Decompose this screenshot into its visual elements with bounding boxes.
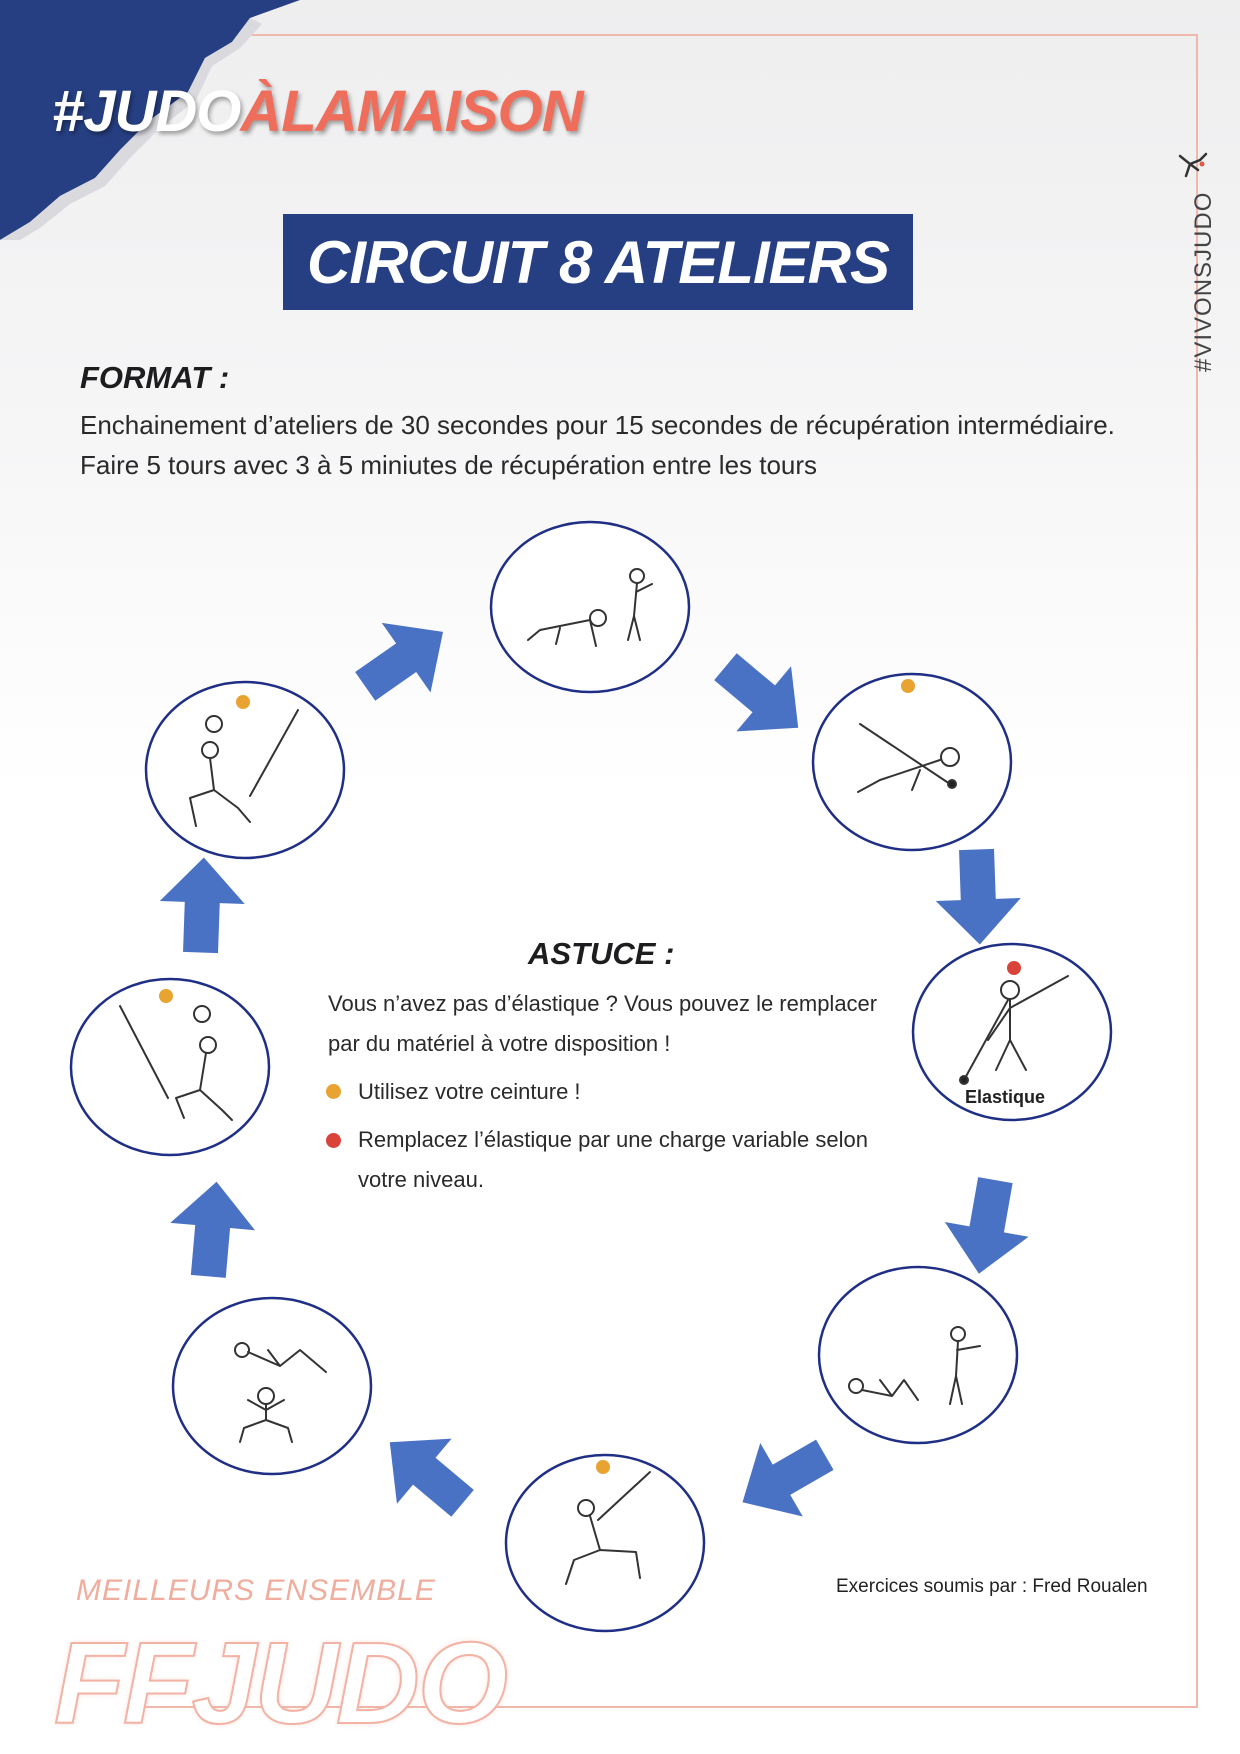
station-7-marker	[159, 989, 173, 1003]
arrow-8-to-1	[340, 597, 468, 722]
crunch-squat-figure-icon	[234, 1342, 327, 1443]
tip-1-bullet	[326, 1084, 341, 1099]
tip-2-bullet	[326, 1133, 341, 1148]
arrow-6-to-7	[165, 1177, 259, 1281]
lunge-band-pull-figure-icon	[565, 1471, 651, 1585]
side-divider	[1196, 380, 1198, 400]
station-5-marker	[596, 1460, 610, 1474]
hashtag-part-judo: #JUDO	[52, 79, 241, 144]
arrow-4-to-5	[721, 1417, 847, 1540]
arrow-5-to-6	[362, 1409, 490, 1536]
station-2-marker	[901, 679, 915, 693]
station-5	[504, 1453, 706, 1633]
astuce-heading: ASTUCE :	[528, 936, 675, 971]
station-7	[69, 977, 271, 1157]
station-4	[817, 1265, 1019, 1445]
credit-line: Exercices soumis par : Fred Roualen	[836, 1576, 1148, 1597]
station-6	[171, 1296, 373, 1476]
hashtag-part-alamaison: ÀLAMAISON	[240, 79, 583, 144]
band-woodchop-figure-icon	[959, 975, 1069, 1085]
tip-2: Remplacez l’élastique par une charge var…	[358, 1127, 868, 1192]
lunge-band-figure-icon	[119, 1005, 233, 1121]
station-3-label: Elastique	[965, 1087, 1045, 1107]
title-banner: CIRCUIT 8 ATELIERS	[283, 214, 913, 310]
format-description: Enchainement d’ateliers de 30 secondes p…	[80, 410, 1115, 480]
arrow-2-to-3	[934, 848, 1023, 946]
burpee-figure-icon	[527, 568, 653, 647]
arrow-7-to-8	[158, 856, 247, 954]
footer-brand: FFJUDO	[53, 1617, 509, 1749]
crunch-jump-figure-icon	[848, 1326, 981, 1405]
footer-slogan: MEILLEURS ENSEMBLE	[76, 1574, 436, 1607]
station-3: Elastique	[911, 942, 1113, 1122]
station-3-marker	[1007, 961, 1021, 975]
ffjudo-logo-icon	[1178, 152, 1208, 178]
tip-1: Utilisez votre ceinture !	[358, 1079, 581, 1104]
lunge-band-figure-icon	[189, 709, 299, 827]
station-1	[489, 520, 691, 694]
page-frame	[140, 34, 1198, 1708]
astuce-intro: Vous n’avez pas d’élastique ? Vous pouve…	[328, 991, 878, 1056]
format-heading: FORMAT :	[80, 360, 230, 395]
arrow-1-to-2	[698, 634, 826, 761]
station-8	[144, 680, 346, 860]
page-title: CIRCUIT 8 ATELIERS	[306, 228, 890, 296]
torn-paper-corner	[0, 0, 300, 240]
arrow-3-to-4	[937, 1172, 1038, 1282]
plank-band-row-figure-icon	[857, 723, 960, 793]
station-2	[811, 672, 1013, 852]
station-8-marker	[236, 695, 250, 709]
hashtag-title: #JUDOÀLAMAISON	[52, 78, 584, 145]
